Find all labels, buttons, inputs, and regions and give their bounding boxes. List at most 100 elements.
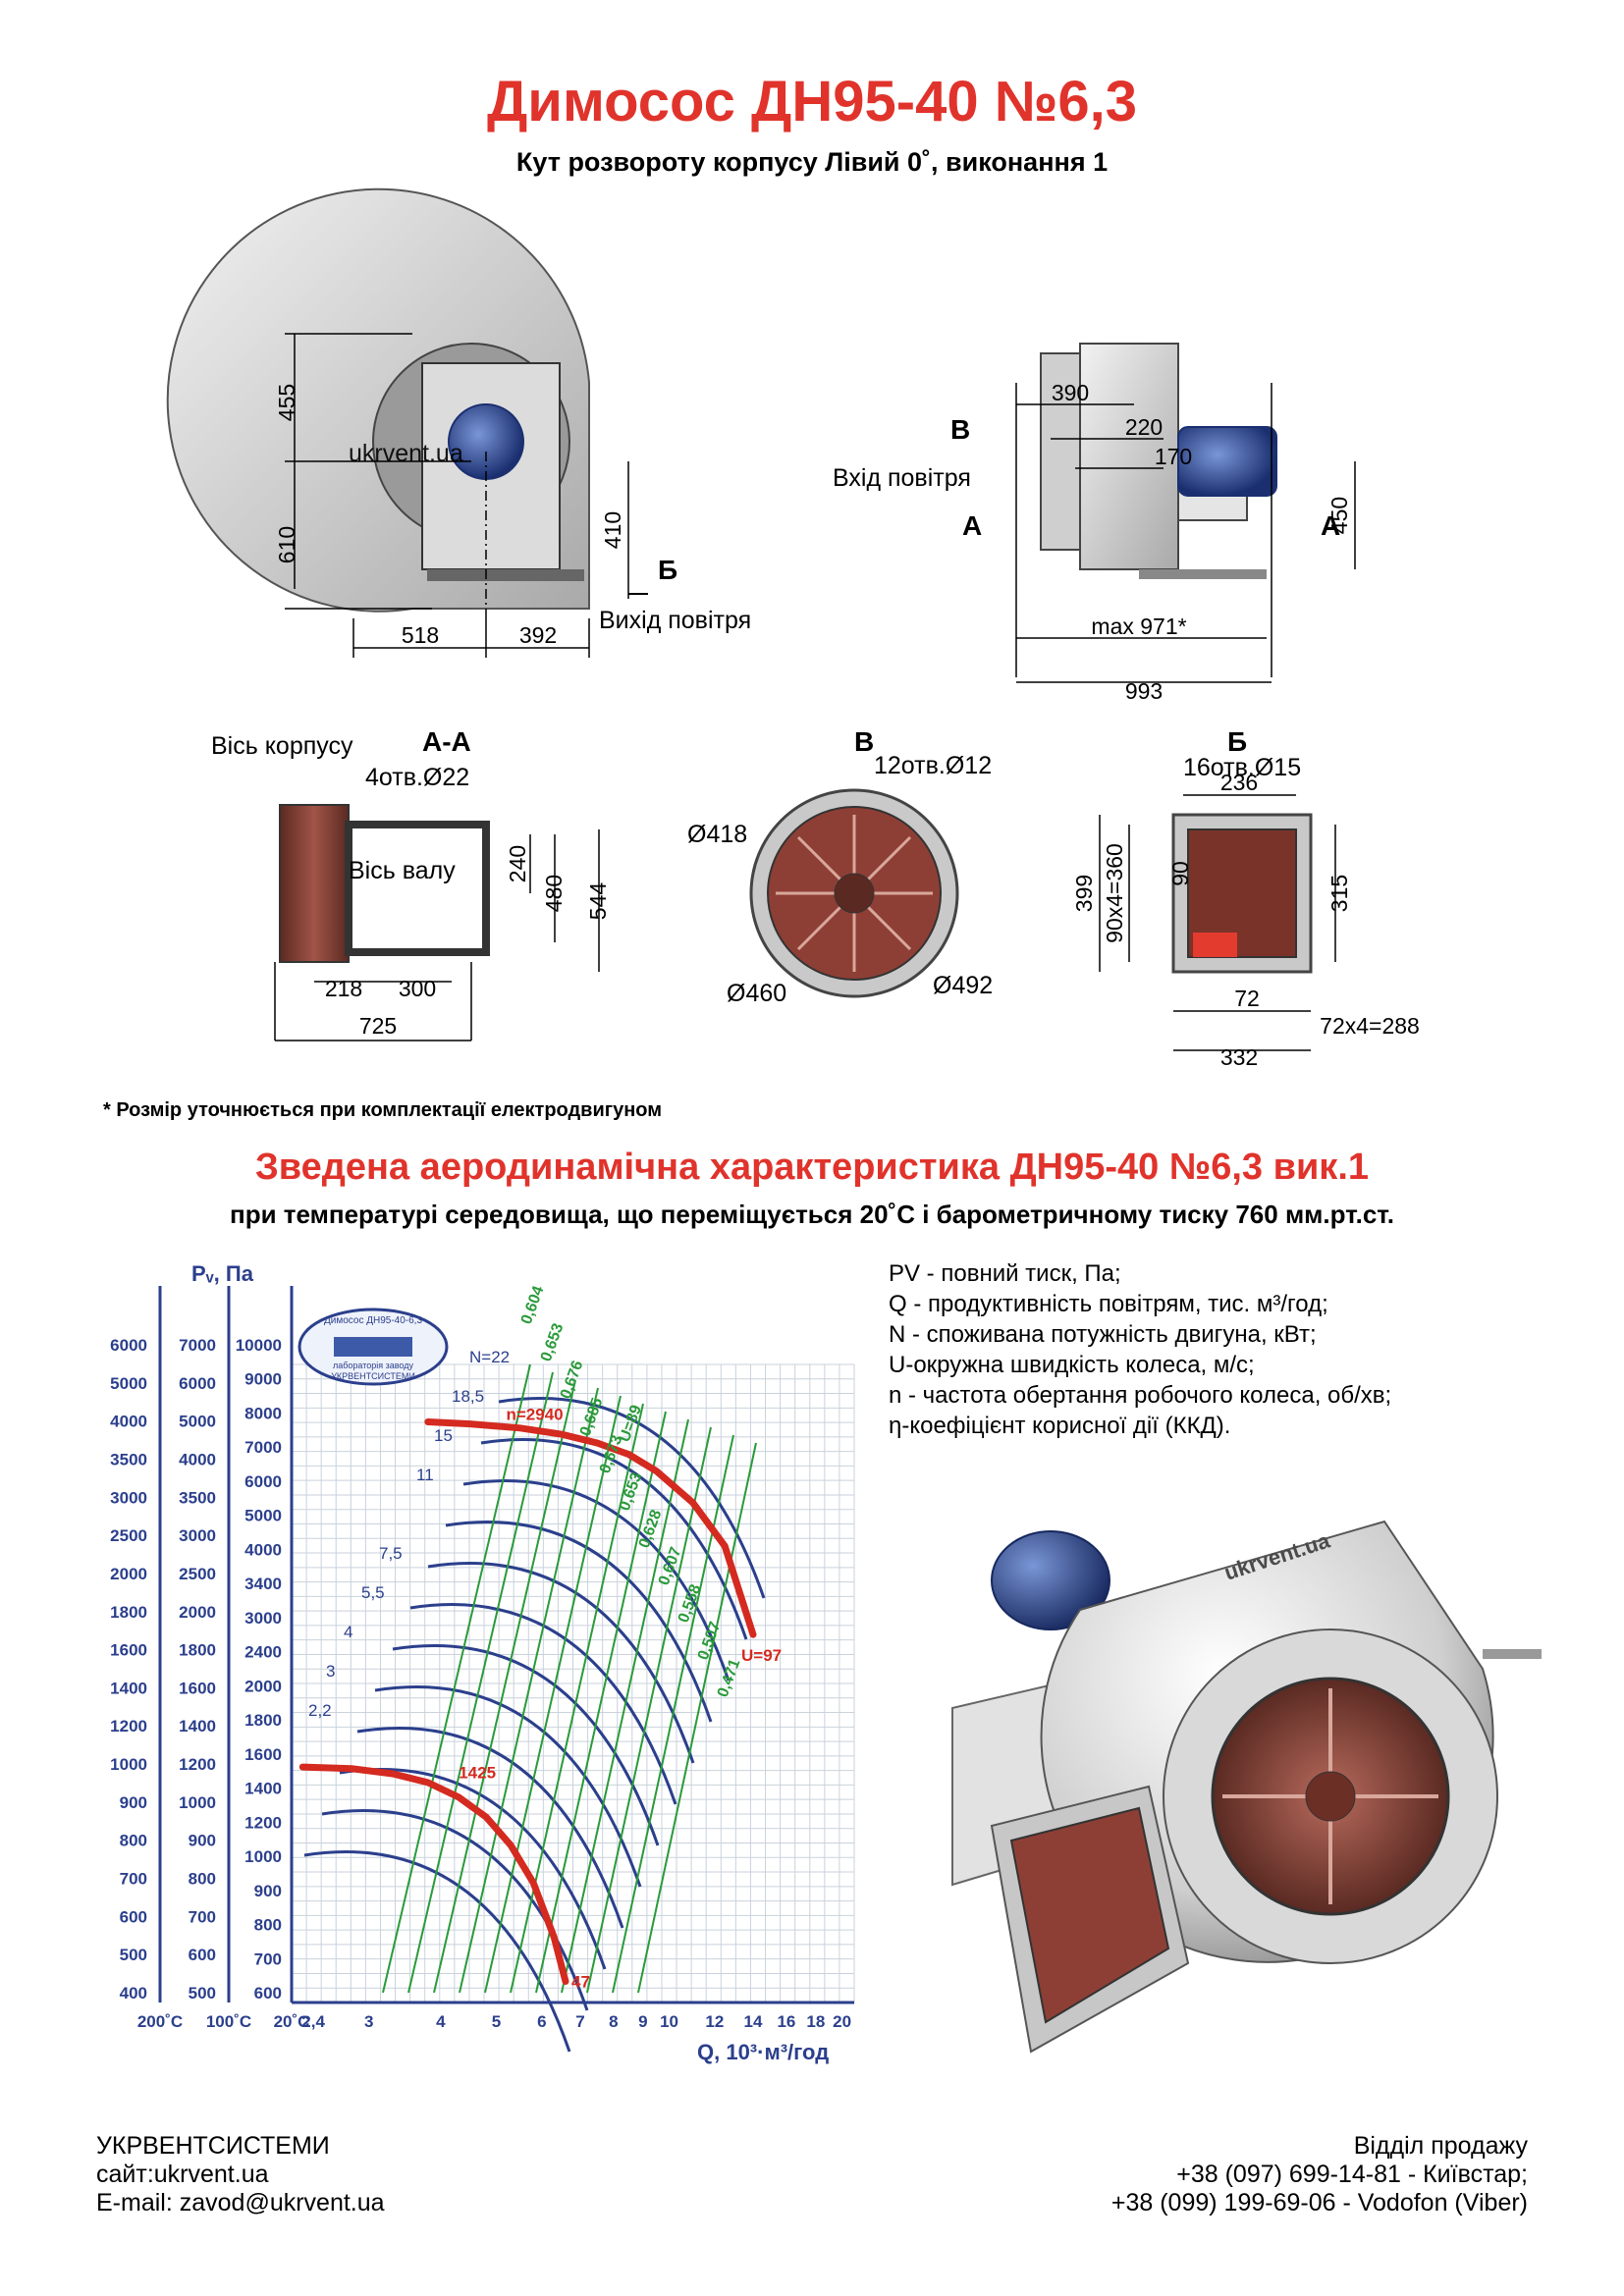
y-tick-label: 4000 [179, 1450, 216, 1468]
x-tick-label: 2,4 [301, 2012, 325, 2031]
y-tick-label: 3000 [179, 1526, 216, 1545]
power-curve [427, 1562, 695, 1764]
chart-labels: N=2218,515117,55,5432,20,6040,6530,6760,… [308, 1284, 782, 1992]
email-link[interactable]: E-mail: zavod@ukrvent.ua [96, 2189, 385, 2216]
motor-icon [991, 1530, 1110, 1630]
dim-332: 332 [1220, 1044, 1258, 1070]
site-link[interactable]: сайт:ukrvent.ua [96, 2161, 269, 2188]
data-point [552, 1935, 557, 1940]
company-name: УКРВЕНТСИСТЕМИ [96, 2132, 330, 2160]
y-tick-label: 1600 [110, 1641, 147, 1660]
data-point [350, 1766, 354, 1771]
data-point [300, 1765, 305, 1770]
data-point [654, 1468, 659, 1473]
logo-line1: Димосос ДН95-40-6,3 [324, 1315, 422, 1326]
technical-drawings: 455 610 410 518 392 Б Вихід повітря ukrv… [166, 187, 1420, 1070]
dim-220: 220 [1125, 414, 1163, 440]
section-v-title: В [854, 726, 874, 757]
page-subtitle: Кут розвороту корпусу Лівий 0˚, виконанн… [515, 147, 1109, 177]
dim-993: 993 [1125, 678, 1163, 704]
chart-subtitle: при температурі середовища, що переміщує… [230, 1200, 1394, 1229]
dim-315: 315 [1326, 875, 1352, 912]
power-label: 5,5 [361, 1583, 385, 1602]
y-tick-label: 5000 [244, 1507, 282, 1525]
y-axis-label: Pᵥ, Па [191, 1261, 254, 1286]
x-tick-label: 7 [575, 2012, 584, 2031]
x-tick-label: 5 [492, 2012, 501, 2031]
data-point [467, 1421, 472, 1426]
power-label: N=22 [469, 1348, 510, 1366]
power-label: 18,5 [452, 1387, 484, 1406]
power-label: 15 [434, 1426, 453, 1445]
phone-vodafone[interactable]: +38 (099) 199-69-06 - Vodofon (Viber) [1110, 2189, 1528, 2216]
side-view: 390 220 170 450 max 971* 993 В Вхід пові… [833, 343, 1356, 704]
data-point [509, 1842, 514, 1847]
y-tick-label: 1600 [244, 1745, 282, 1764]
x-tick-label: 20 [833, 2012, 851, 2031]
y-tick-label: 800 [189, 1870, 216, 1889]
y-ticks: 6000500040003500300025002000180016001400… [110, 1336, 282, 2002]
front-view: 455 610 410 518 392 Б Вихід повітря ukrv… [166, 187, 751, 658]
dim-72: 72 [1234, 986, 1260, 1011]
dim-610: 610 [274, 526, 299, 563]
data-point [751, 1632, 756, 1637]
section-v: В 12отв.Ø12 Ø418 Ø460 Ø492 [687, 726, 993, 1007]
y-tick-label: 6000 [179, 1374, 216, 1393]
holes-aa: 4отв.Ø22 [365, 764, 469, 791]
temp-label-200: 200˚С [137, 2012, 183, 2031]
dia-460: Ø460 [727, 980, 786, 1007]
legend: PV - повний тиск, Па; Q - продуктивність… [889, 1258, 1391, 1441]
y-tick-label: 1800 [110, 1603, 147, 1622]
y-tick-label: 1400 [179, 1717, 216, 1735]
mark-a-side-right: А [1321, 510, 1340, 541]
dia-492: Ø492 [933, 972, 993, 999]
section-aa-title: А-А [422, 726, 471, 757]
dim-72x4: 72х4=288 [1320, 1013, 1420, 1039]
watermark: ukrvent.ua [349, 440, 463, 467]
data-point [560, 1432, 565, 1437]
y-tick-label: 5000 [110, 1374, 147, 1393]
page-title: Димосос ДН95-40 №6,3 [486, 70, 1137, 133]
power-curve [303, 1850, 571, 2053]
efficiency-label: 0,558 [676, 1582, 705, 1626]
x-tick-label: 18 [806, 2012, 825, 2031]
y-tick-label: 1200 [244, 1813, 282, 1832]
power-curve [356, 1727, 624, 1929]
dim-518: 518 [402, 622, 439, 648]
x-axis-label: Q, 10³·м³/год [697, 2040, 829, 2064]
legend-n: N - споживана потужність двигуна, кВт; [889, 1321, 1317, 1348]
y-tick-label: 6000 [244, 1472, 282, 1491]
footer-right: Відділ продажу +38 (097) 699-14-81 - Киї… [1111, 2132, 1528, 2217]
y-tick-label: 2000 [179, 1603, 216, 1622]
power-curve [321, 1809, 589, 2011]
y-tick-label: 900 [120, 1793, 147, 1812]
y-tick-label: 800 [120, 1832, 147, 1850]
power-curve [339, 1768, 607, 1970]
dim-218: 218 [325, 976, 362, 1001]
efficiency-line [407, 1371, 554, 1994]
efficiency-label: 0,604 [518, 1284, 548, 1327]
efficiency-line [612, 1434, 734, 1994]
y-tick-label: 2400 [244, 1643, 282, 1662]
dim-90: 90 [1167, 861, 1193, 886]
dim-max-971: max 971* [1091, 614, 1186, 639]
y-tick-label: 1000 [110, 1755, 147, 1774]
y-tick-label: 2000 [110, 1565, 147, 1583]
x-tick-label: 9 [638, 2012, 647, 2031]
efficiency-line [510, 1403, 644, 1994]
phone-kyivstar[interactable]: +38 (097) 699-14-81 - Київстар; [1176, 2161, 1528, 2188]
x-tick-label: 12 [705, 2012, 724, 2031]
power-label: 7,5 [379, 1544, 403, 1563]
y-tick-label: 1800 [244, 1711, 282, 1730]
mark-a-side-left: А [962, 510, 982, 541]
dim-544: 544 [585, 882, 611, 921]
chart-curves [298, 1363, 766, 2053]
section-b: Б 16отв.Ø15 236 399 90х4=360 90 315 72 7… [1071, 726, 1420, 1070]
dim-392: 392 [519, 622, 557, 648]
x-tick-label: 10 [660, 2012, 678, 2031]
y-tick-label: 9000 [244, 1370, 282, 1389]
data-point [390, 1771, 395, 1776]
efficiency-label: 0,471 [715, 1657, 744, 1700]
dim-725: 725 [359, 1013, 397, 1039]
